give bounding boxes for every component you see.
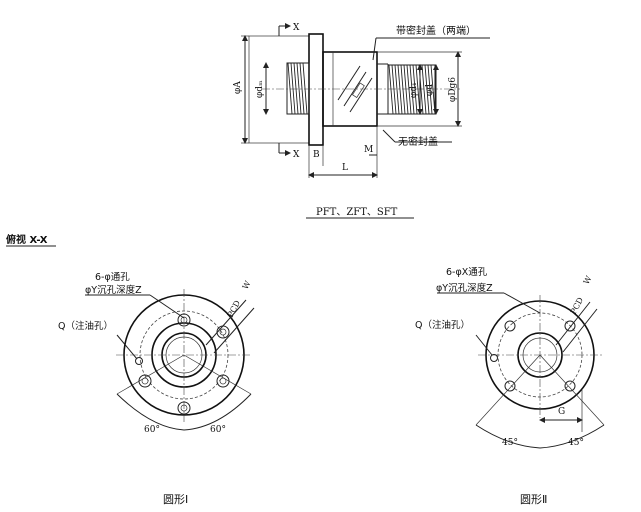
- shape2-oil-hole-label: Q（注油孔）: [415, 319, 470, 331]
- shape2-angle-right: 45°: [568, 438, 584, 448]
- shape1-hole-label: 6-φ通孔: [95, 272, 130, 283]
- shape1-angle-right: 60°: [210, 425, 226, 435]
- shape2-title: 圆形Ⅱ: [520, 493, 547, 506]
- shape2-g-label: G: [558, 407, 565, 417]
- dim-m: M: [364, 145, 373, 155]
- dim-phi-d1: φd₁: [409, 82, 419, 98]
- shape1-oil-hole-label: Q（注油孔）: [58, 320, 113, 332]
- dim-phi-a: φA: [233, 81, 243, 94]
- bolt-holes-2: [504, 320, 576, 392]
- flange-plate: [308, 33, 324, 146]
- dim-phi-dg6: φDg6: [448, 77, 458, 102]
- side-view: [241, 23, 490, 219]
- shape1-pcd-label: PCD: [226, 299, 242, 319]
- shape2-hole-label: 6-φX通孔: [446, 267, 488, 278]
- shape1-angle-left: 60°: [144, 425, 160, 435]
- oil-hole-2: [490, 354, 498, 362]
- dim-b: B: [313, 150, 320, 160]
- shape1-counterbore-label: φY沉孔深度Z: [85, 284, 142, 296]
- thread-hatch-left: [287, 62, 308, 115]
- dim-l: L: [342, 163, 348, 173]
- model-list: PFT、ZFT、SFT: [316, 207, 398, 218]
- label-with-seal: 带密封盖（两端）: [396, 24, 476, 37]
- dim-phi-dm: φdₘ: [255, 80, 265, 98]
- flange-shape-2: [437, 292, 605, 449]
- label-without-seal: 无密封盖: [398, 135, 438, 148]
- section-marker-bottom: X: [293, 150, 300, 160]
- flange-shape-1: [85, 289, 255, 431]
- return-tube: [337, 65, 373, 113]
- shape2-w-label: W: [582, 274, 594, 286]
- section-heading: 俯视 X-X: [6, 233, 48, 246]
- oil-hole-1: [135, 357, 143, 365]
- shape1-w-label: W: [241, 279, 253, 291]
- shape2-counterbore-label: φY沉孔深度Z: [436, 282, 493, 294]
- shape2-angle-left: 45°: [502, 438, 518, 448]
- section-marker-top: X: [293, 23, 300, 33]
- shape2-pcd-label: PCD: [569, 296, 585, 316]
- thread-hatch-right: [388, 64, 436, 115]
- shape1-title: 圆形Ⅰ: [163, 493, 188, 506]
